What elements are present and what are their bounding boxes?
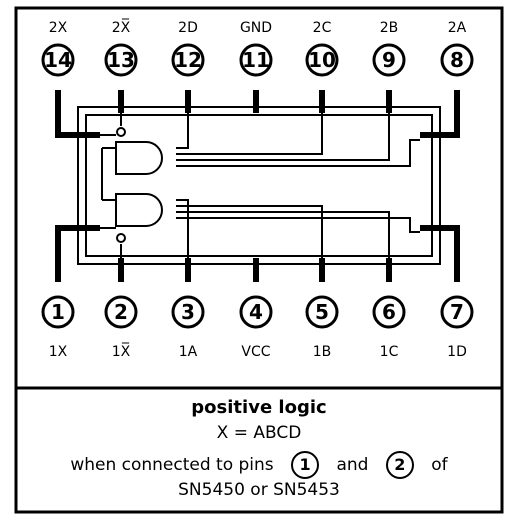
pin-6-circle (372, 295, 406, 329)
caption-line3-middle: and (336, 455, 369, 475)
pin-14-label: 2X (49, 20, 68, 36)
pin-12-label: 2D (178, 20, 198, 36)
pin-11-label: GND (240, 20, 272, 36)
pin-5: 5 1B (305, 295, 339, 360)
pin-7: 7 1D (440, 295, 474, 360)
pin-12: 2D 12 (171, 20, 205, 77)
pin-4-label: VCC (241, 344, 270, 360)
pin-11-circle (239, 43, 273, 77)
pin-4-circle (239, 295, 273, 329)
pin-4: 4 VCC (239, 295, 273, 360)
package-outline-outer (77, 106, 441, 265)
pin-7-label: 1D (447, 344, 467, 360)
pin-10-label: 2C (313, 20, 332, 36)
package-outline-inner (85, 114, 433, 257)
bottom-pin-leads (55, 225, 460, 282)
pin-8-circle (440, 43, 474, 77)
internal-wiring (100, 113, 420, 258)
gate-1 (115, 193, 163, 243)
pin-12-circle (171, 43, 205, 77)
pin-12-number: 12 (174, 48, 202, 72)
gate-2 (115, 127, 163, 175)
pin-2-label: 1X̅ (112, 342, 131, 360)
caption-pin-b: 2 (385, 451, 414, 479)
pin-2-number: 2 (114, 300, 128, 324)
pin-11-number: 11 (242, 48, 270, 72)
pin-6: 6 1C (372, 295, 406, 360)
pin-1-number: 1 (51, 300, 65, 324)
caption-line3-prefix: when connected to pins (70, 455, 274, 475)
pin-9-circle (372, 43, 406, 77)
pin-8-label: 2A (448, 20, 467, 36)
pin-13-circle (104, 43, 138, 77)
pin-8-number: 8 (450, 48, 464, 72)
pin-2: 2 1X̅ (104, 295, 138, 360)
pin-9: 2B 9 (372, 20, 406, 77)
pin-3: 3 1A (171, 295, 205, 360)
pin-5-label: 1B (313, 344, 332, 360)
caption-connection-note: when connected to pins 1 and 2 of (16, 451, 502, 479)
outer-frame (14, 6, 504, 514)
pin-5-circle (305, 295, 339, 329)
pin-10-circle (305, 43, 339, 77)
pin-13: 2X̅ 13 (104, 18, 138, 77)
caption-line3-suffix: of (431, 455, 448, 475)
pin-5-number: 5 (315, 300, 329, 324)
pin-13-label: 2X̅ (112, 18, 131, 36)
caption-expression: X = ABCD (216, 423, 302, 443)
pin-7-number: 7 (450, 300, 464, 324)
pin-9-label: 2B (380, 20, 399, 36)
pin-11: GND 11 (239, 20, 273, 77)
pin-7-circle (440, 295, 474, 329)
caption-pin-a: 1 (291, 451, 320, 479)
pin-3-number: 3 (181, 300, 195, 324)
pin-14-circle (41, 43, 75, 77)
caption-title: positive logic (191, 397, 327, 418)
pin-3-label: 1A (179, 344, 198, 360)
pin-13-number: 13 (107, 48, 135, 72)
pin-6-label: 1C (380, 344, 399, 360)
bottom-pins: 1 1X 2 1X̅ 3 1A 4 VCC 5 1B 6 1C (41, 295, 474, 360)
pin-8: 2A 8 (440, 20, 474, 77)
pin-4-number: 4 (249, 300, 263, 324)
top-pins: 2X 14 2X̅ 13 2D 12 GND 11 2C 10 2B 9 (41, 18, 474, 77)
pin-2-circle (104, 295, 138, 329)
pin-1-circle (41, 295, 75, 329)
pin-1: 1 1X (41, 295, 75, 360)
pin-1-label: 1X (49, 344, 68, 360)
pin-10: 2C 10 (305, 20, 339, 77)
pin-14: 2X 14 (41, 20, 75, 77)
pin-10-number: 10 (308, 48, 336, 72)
pin-6-number: 6 (382, 300, 396, 324)
pin-14-number: 14 (44, 48, 72, 72)
caption-device-names: SN5450 or SN5453 (178, 480, 340, 500)
top-pin-leads (55, 90, 460, 138)
pin-3-circle (171, 295, 205, 329)
pin-9-number: 9 (382, 48, 396, 72)
